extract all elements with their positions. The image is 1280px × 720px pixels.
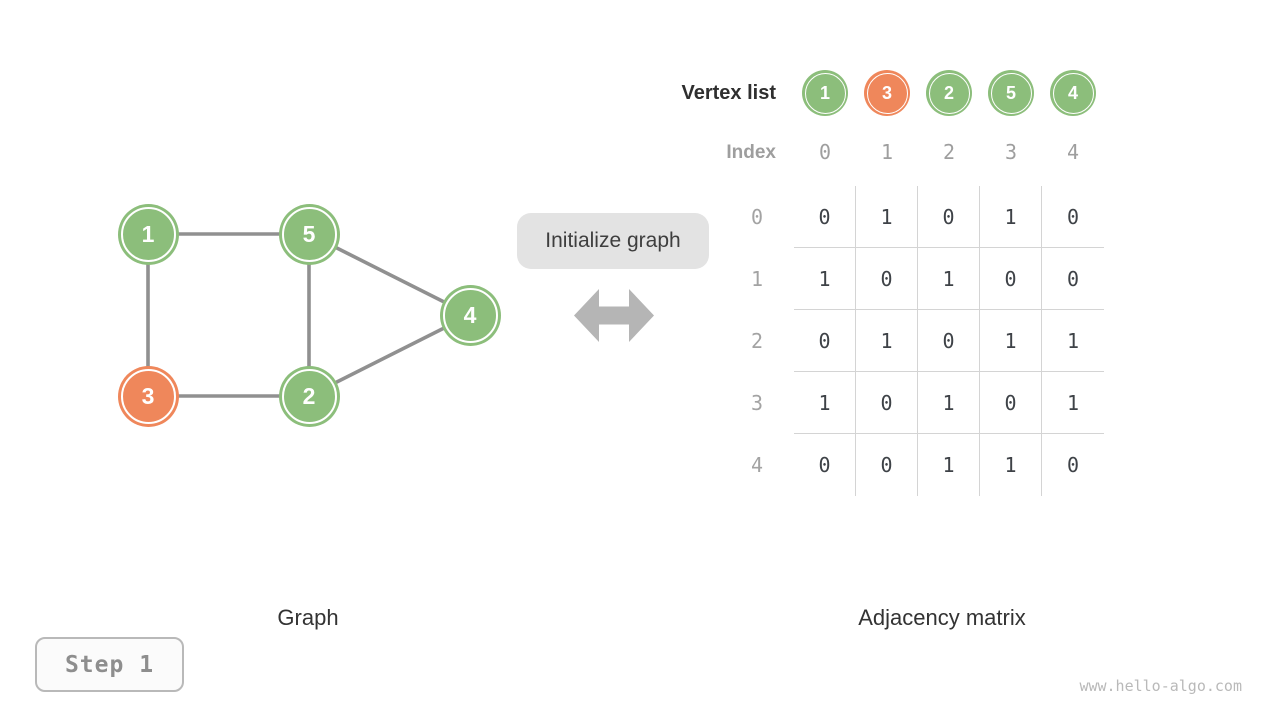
vertex-circle-label: 1 bbox=[819, 82, 830, 103]
matrix-row-label-2: 2 bbox=[750, 329, 764, 353]
vertex-circle-3: 3 bbox=[864, 70, 910, 116]
matrix-cell-2-0: 0 bbox=[794, 310, 856, 372]
graph-caption: Graph bbox=[277, 605, 339, 630]
matrix-cell-3-2: 1 bbox=[918, 372, 980, 434]
vertex-list-cell: 1 bbox=[794, 70, 856, 116]
vertex-circle-label: 5 bbox=[1005, 82, 1016, 103]
vertex-list-cell: 2 bbox=[918, 70, 980, 116]
index-value-2: 2 bbox=[942, 140, 956, 164]
graph-node-3: 3 bbox=[117, 365, 179, 427]
graph-node-5: 5 bbox=[278, 203, 340, 265]
matrix-cell-4-2: 1 bbox=[918, 434, 980, 496]
matrix-cell-2-3: 1 bbox=[980, 310, 1042, 372]
matrix-cell-2-2: 0 bbox=[918, 310, 980, 372]
matrix-row-label-0: 0 bbox=[750, 205, 764, 229]
matrix-row-labels: 0 1 2 3 4 bbox=[737, 186, 777, 496]
matrix-cell-2-4: 1 bbox=[1042, 310, 1104, 372]
matrix-row-label-1: 1 bbox=[750, 267, 764, 291]
matrix-cell-3-1: 0 bbox=[856, 372, 918, 434]
operation-label: Initialize graph bbox=[517, 213, 709, 269]
graph-node-4: 4 bbox=[439, 284, 501, 346]
matrix-cell-4-0: 0 bbox=[794, 434, 856, 496]
vertex-circle-label: 3 bbox=[881, 82, 892, 103]
matrix-cell-1-4: 0 bbox=[1042, 248, 1104, 310]
index-value-1: 1 bbox=[880, 140, 894, 164]
matrix-cell-1-1: 0 bbox=[856, 248, 918, 310]
vertex-circle-label: 4 bbox=[1067, 82, 1078, 103]
vertex-circle-label: 2 bbox=[943, 82, 954, 103]
graph-node-1: 1 bbox=[117, 203, 179, 265]
vertex-list-cell: 3 bbox=[856, 70, 918, 116]
graph-node-label: 4 bbox=[463, 301, 477, 328]
index-value-0: 0 bbox=[818, 140, 832, 164]
matrix-row-label-4: 4 bbox=[750, 453, 764, 477]
step-badge: Step 1 bbox=[35, 637, 184, 692]
matrix-cell-0-3: 1 bbox=[980, 186, 1042, 248]
graph-node-label: 3 bbox=[141, 382, 155, 409]
adjacency-matrix-caption: Adjacency matrix bbox=[858, 605, 1026, 630]
vertex-circle-4: 4 bbox=[1050, 70, 1096, 116]
matrix-cell-3-4: 1 bbox=[1042, 372, 1104, 434]
matrix-cell-0-4: 0 bbox=[1042, 186, 1104, 248]
graph-node-label: 2 bbox=[302, 382, 316, 409]
vertex-list-label: Vertex list bbox=[681, 82, 776, 104]
vertex-circle-2: 2 bbox=[926, 70, 972, 116]
matrix-cell-4-1: 0 bbox=[856, 434, 918, 496]
vertex-circle-1: 1 bbox=[802, 70, 848, 116]
matrix-cell-2-1: 1 bbox=[856, 310, 918, 372]
index-row: 0 1 2 3 4 bbox=[794, 132, 1104, 172]
index-value-3: 3 bbox=[1004, 140, 1018, 164]
index-value-4: 4 bbox=[1066, 140, 1080, 164]
vertex-list-cell: 5 bbox=[980, 70, 1042, 116]
vertex-circle-5: 5 bbox=[988, 70, 1034, 116]
double-horizontal-arrow-icon bbox=[574, 289, 654, 342]
matrix-cell-0-2: 0 bbox=[918, 186, 980, 248]
vertex-list-cell: 4 bbox=[1042, 70, 1104, 116]
matrix-cell-1-3: 0 bbox=[980, 248, 1042, 310]
graph-node-2: 2 bbox=[278, 365, 340, 427]
graph-node-label: 1 bbox=[141, 220, 155, 247]
matrix-cell-3-3: 0 bbox=[980, 372, 1042, 434]
matrix-cell-0-1: 1 bbox=[856, 186, 918, 248]
index-label: Index bbox=[726, 142, 776, 163]
matrix-row-label-3: 3 bbox=[750, 391, 764, 415]
watermark: www.hello-algo.com bbox=[1079, 677, 1242, 695]
matrix-cell-1-0: 1 bbox=[794, 248, 856, 310]
graph-node-label: 5 bbox=[302, 220, 316, 247]
matrix-cell-4-3: 1 bbox=[980, 434, 1042, 496]
vertex-list: 1 3 2 5 4 bbox=[794, 70, 1104, 116]
matrix-cell-3-0: 1 bbox=[794, 372, 856, 434]
matrix-cell-4-4: 0 bbox=[1066, 453, 1080, 477]
matrix-cell-0-0: 0 bbox=[794, 186, 856, 248]
matrix-cell-1-2: 1 bbox=[918, 248, 980, 310]
